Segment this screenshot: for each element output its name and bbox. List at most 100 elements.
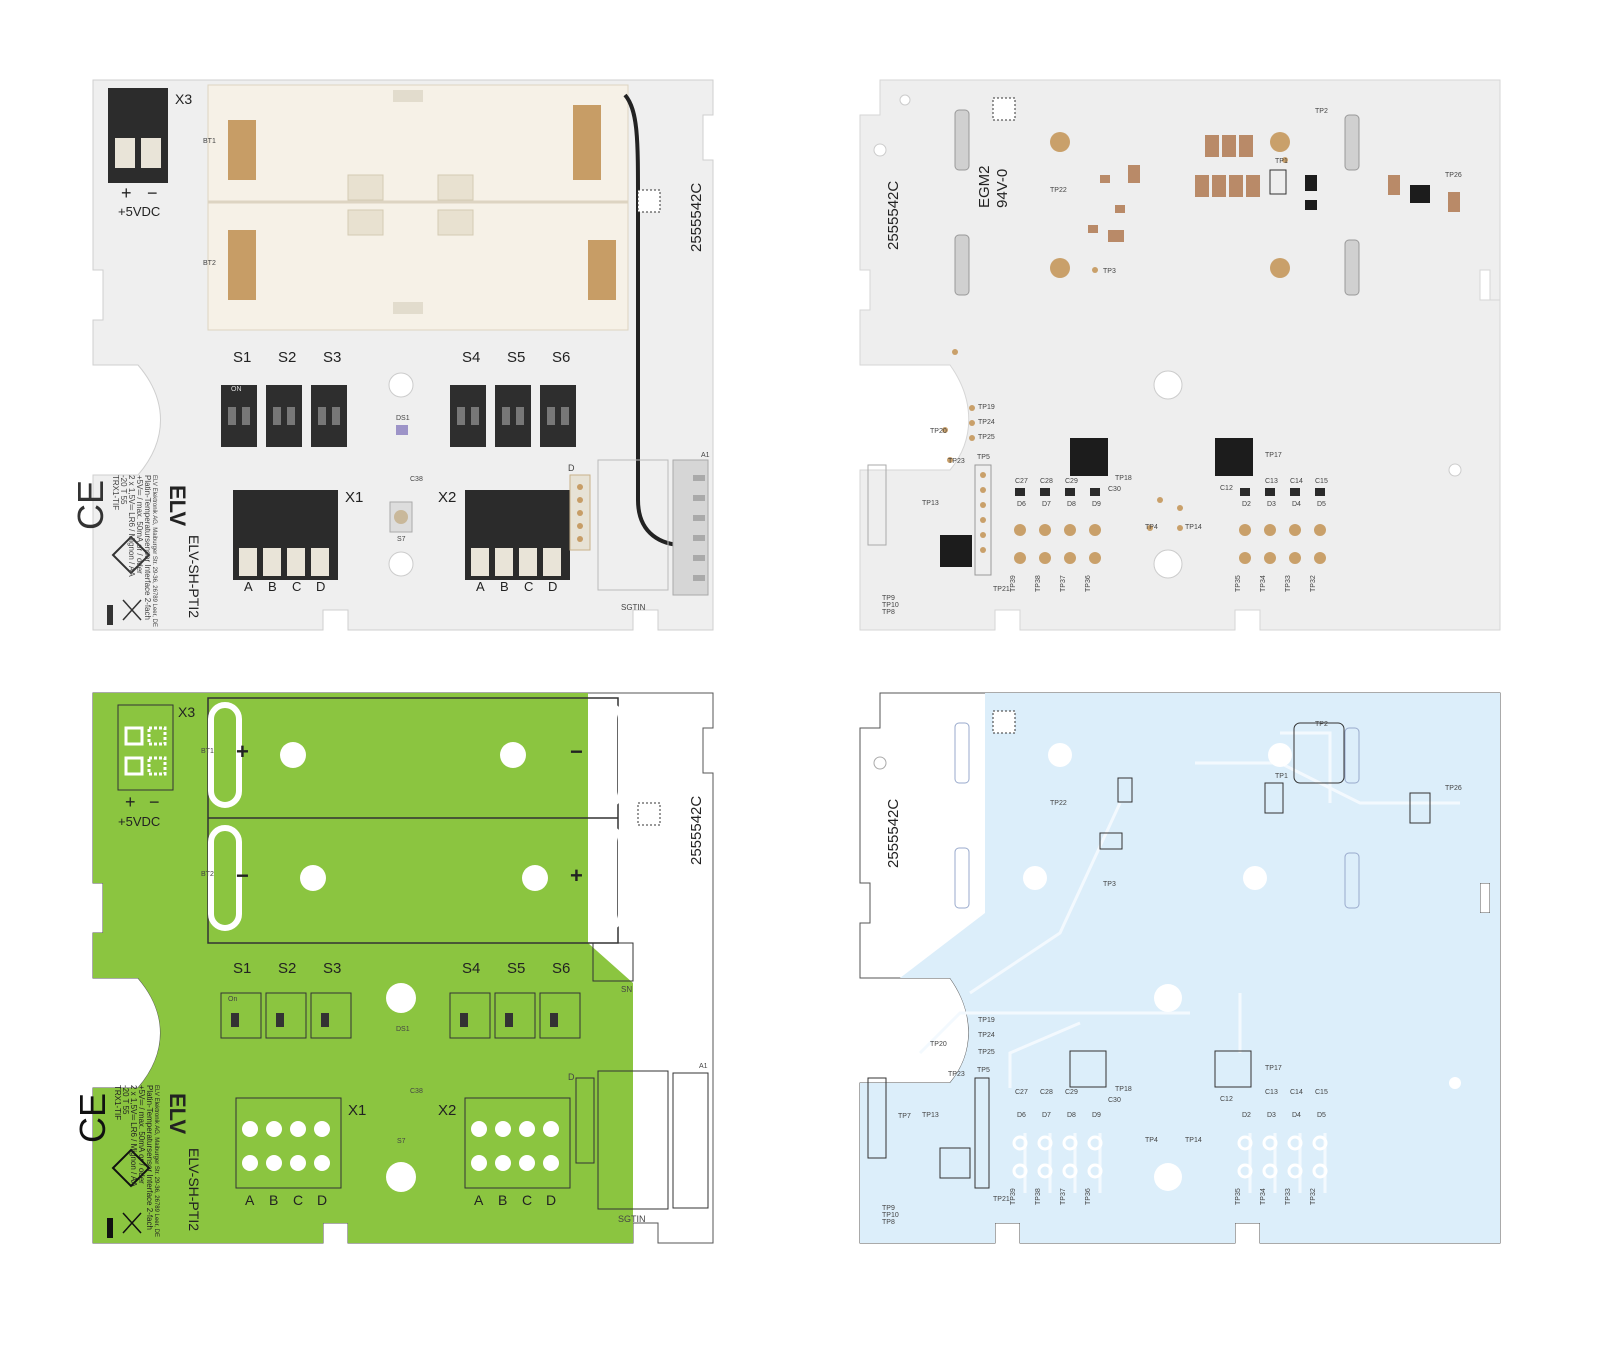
tp-label: D9 (1092, 501, 1101, 508)
tp-label: D2 (1242, 501, 1251, 508)
x2-pin-c: C (522, 1192, 533, 1208)
bt1-label: BT1 (201, 748, 214, 755)
switch-s6-label: S6 (552, 960, 571, 977)
tp-label: D5 (1317, 501, 1326, 508)
bt2-label: BT2 (203, 260, 216, 267)
tp-label: TP18 (1115, 1086, 1132, 1093)
tp-label: TP1 (1275, 773, 1288, 780)
bottom-pads (1012, 1135, 1328, 1179)
tp-label: TP17 (1265, 1065, 1282, 1072)
switch-s5-label: S5 (507, 349, 526, 366)
ul-marking-line2: 94V-0 (994, 168, 1011, 208)
x1-pin-a: A (244, 579, 253, 594)
bt2-label: BT2 (201, 871, 214, 878)
tp-label: D4 (1292, 1112, 1301, 1119)
tp-label: D7 (1042, 501, 1051, 508)
tp-label: C14 (1290, 1089, 1303, 1096)
tp-label: TP2 (1315, 108, 1328, 115)
tp-label: TP34 (1260, 575, 1267, 592)
tp-label: TP2 (1315, 721, 1328, 728)
board-photo-bottom-side: 2555542C EGM2 94V-0 TP19 TP24 TP25 TP20 … (859, 79, 1501, 650)
tp-label: TP22 (1050, 187, 1067, 194)
tp-label: C12 (1220, 485, 1233, 492)
battery2-plus: + (570, 863, 583, 888)
power-plus-label: + (121, 183, 132, 203)
brand-logo: ELV (165, 1093, 190, 1135)
tp-label: TP14 (1185, 524, 1202, 531)
svg-text:CE: CE (70, 480, 111, 530)
tp-label: TP5 (977, 1067, 990, 1074)
info-line: TRX1-TIF (113, 1085, 122, 1121)
c38-label: C38 (410, 476, 423, 483)
tp-label: D9 (1092, 1112, 1101, 1119)
top-component-cluster (1088, 135, 1460, 242)
tp-label: TP8 (882, 609, 895, 616)
tp-label: D8 (1067, 501, 1076, 508)
board-id-label: 2555542C (885, 180, 902, 250)
tp-label: D4 (1292, 501, 1301, 508)
dip-switches-right (450, 385, 576, 447)
tp-label: C29 (1065, 1089, 1078, 1096)
a1-label: A1 (699, 1063, 708, 1070)
tp-label: TP8 (882, 1219, 895, 1226)
tp-label: D3 (1267, 501, 1276, 508)
tp-label: TP5 (977, 454, 990, 461)
battery-holder (207, 84, 629, 331)
tp-label: TP1 (1275, 158, 1288, 165)
ul-marking-line1: EGM2 (976, 165, 993, 208)
tp-label: TP18 (1115, 475, 1132, 482)
tp-label: TP4 (1145, 1137, 1158, 1144)
board-layout-top-side: CE X3 + − +5VDC BT1 BT2 + − − + 2555542C… (72, 692, 733, 1263)
tp-label: C27 (1015, 478, 1028, 485)
tp-label: TP36 (1085, 1188, 1092, 1205)
tp-label: TP3 (1103, 881, 1116, 888)
tp-label: TP24 (978, 1032, 995, 1039)
chip-u4 (940, 535, 972, 567)
tp-label: D6 (1017, 1112, 1026, 1119)
tp-label: TP39 (1010, 575, 1017, 592)
power-voltage-label: +5VDC (118, 204, 161, 219)
tp-label: TP34 (1260, 1188, 1267, 1205)
power-voltage-label: +5VDC (118, 814, 161, 829)
bt1-label: BT1 (203, 138, 216, 145)
info-line: 2 x 1,5V═ LR6 / Mignon / AA (127, 475, 136, 577)
tp-label: C29 (1065, 478, 1078, 485)
tp-label: TP39 (1010, 1188, 1017, 1205)
x1-pin-a: A (245, 1192, 255, 1208)
info-line: Platin-Temperatursensor Interface 2-fach (145, 1085, 154, 1230)
tp-label: C27 (1015, 1089, 1028, 1096)
tp-label: TP26 (1445, 785, 1462, 792)
x1-pin-d: D (317, 1192, 328, 1208)
switch-s6-label: S6 (552, 349, 571, 366)
tp-label: TP10 (882, 602, 899, 609)
switch-s2-label: S2 (278, 349, 297, 366)
switch-s4-label: S4 (462, 960, 481, 977)
tp-label: D8 (1067, 1112, 1076, 1119)
tp-label: C15 (1315, 478, 1328, 485)
x2-pin-b: B (500, 579, 509, 594)
x1-pin-d: D (316, 579, 326, 594)
switch-s4-label: S4 (462, 349, 481, 366)
x1-pin-b: B (269, 1192, 279, 1208)
tp-label: TP17 (1265, 452, 1282, 459)
x2-label: X2 (438, 489, 457, 506)
tp-label: C13 (1265, 478, 1278, 485)
tp-label: D3 (1267, 1112, 1276, 1119)
info-line: Platin-Temperatursensor Interface 2-fach (143, 475, 152, 620)
chip-u3 (1070, 438, 1108, 476)
tp-label: TP37 (1060, 1188, 1067, 1205)
datamatrix-code (992, 710, 1016, 734)
bottom-pads-left (1014, 524, 1101, 564)
tp-label: D5 (1317, 1112, 1326, 1119)
terminal-block-x2 (465, 490, 570, 580)
tp-label: C30 (1108, 1097, 1121, 1104)
x1-label: X1 (348, 1102, 367, 1119)
chip-u1 (1215, 438, 1253, 476)
tp-label: TP25 (978, 1049, 995, 1056)
switch-s3-label: S3 (323, 349, 342, 366)
bottom-pads-right (1239, 524, 1326, 564)
brand-logo: ELV (165, 485, 190, 527)
d-header-label: D (568, 1072, 575, 1082)
info-block: ELV Elektronik AG, Maiburger Str. 29-36,… (111, 475, 157, 675)
ds1-label: DS1 (396, 415, 410, 422)
